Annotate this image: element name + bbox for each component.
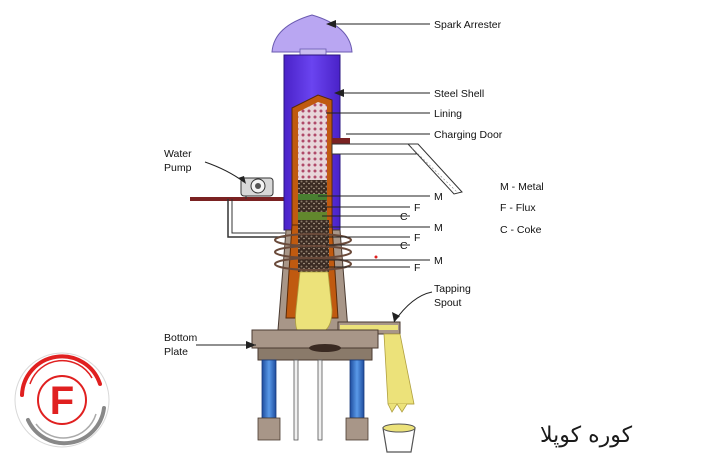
label-tapping: Tapping [434,283,471,295]
label-layer-c1: C [400,211,408,223]
water-pump-line-inner [231,199,285,234]
label-bottom: Bottom [164,332,198,344]
legend-coke: C - Coke [500,224,542,236]
legend-metal: M - Metal [500,181,544,193]
water-pump-line [227,199,285,238]
label-layer-c2: C [400,240,408,252]
label-layer-m2: M [434,222,443,234]
label-layer-m1: M [434,191,443,203]
charge-metal-2 [298,212,327,220]
water-pump [240,177,274,199]
label-spark-arrester: Spark Arrester [434,19,502,31]
bottom-plate [251,329,379,361]
label-lining: Lining [434,108,462,120]
charge-metal-1 [298,180,327,194]
lining-bricks [298,102,327,180]
ladle-bucket [382,423,416,453]
logo-letter: F [50,379,74,423]
support-legs [257,359,369,441]
arrow-heads [238,20,400,349]
label-pump: Pump [164,162,192,174]
molten-metal [295,271,333,335]
label-layer-f2: F [414,232,420,244]
spark-arrester [271,14,353,56]
label-layer-m3: M [434,255,443,267]
red-mark [374,255,378,259]
water-coils [274,233,352,271]
label-layer-f1: F [414,202,420,214]
label-steel-shell: Steel Shell [434,88,484,100]
charge-flux-1 [298,194,327,200]
charging-door [331,138,463,195]
water-pipe [190,197,285,201]
label-charging-door: Charging Door [434,129,503,141]
legend-flux: F - Flux [500,202,536,214]
label-spout: Spout [434,297,462,309]
tapping-spout [337,321,415,413]
label-water: Water [164,148,192,160]
charge-coke-1 [298,200,327,212]
label-plate: Plate [164,346,188,358]
label-layer-f3: F [414,262,420,274]
caption-cupola: کوره کوپلا [540,423,633,448]
leader-lines [196,23,433,346]
brand-logo: F [14,352,110,448]
